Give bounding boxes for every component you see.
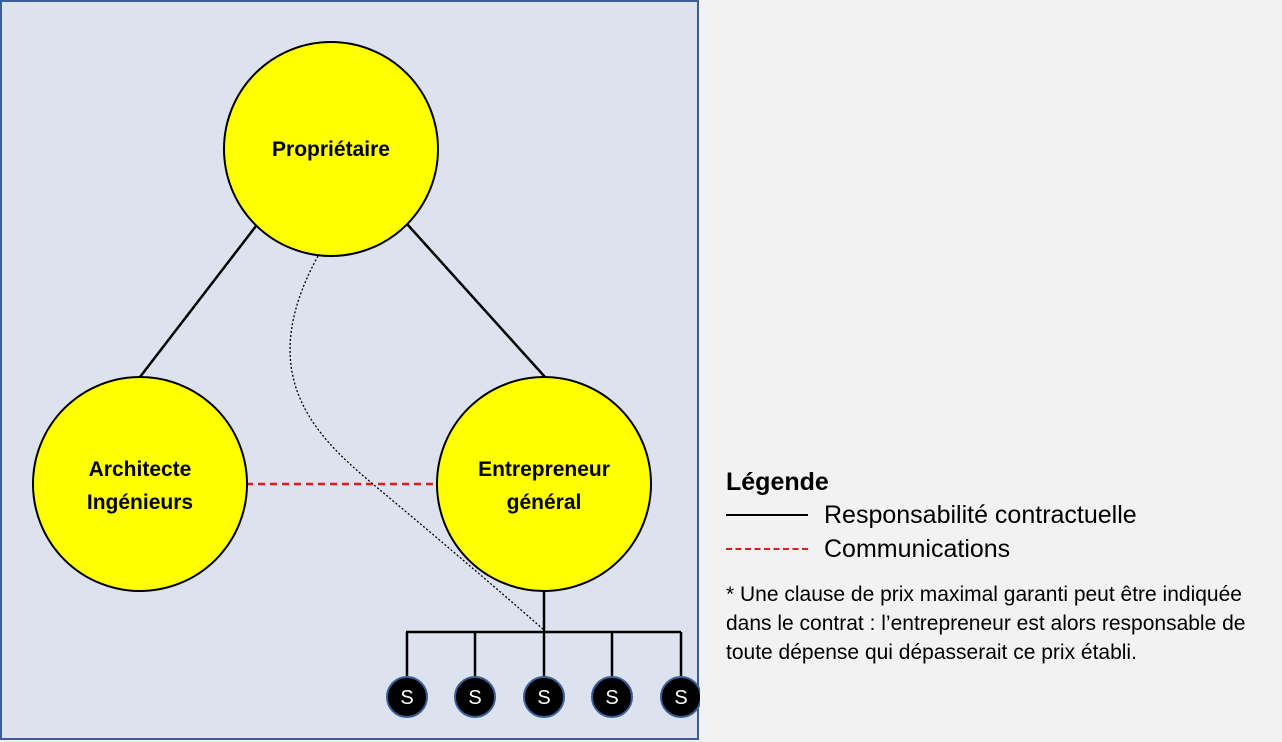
subcontractor-node [386, 676, 428, 718]
subcontractor-label: S [468, 687, 481, 709]
contractor-label-line2: général [507, 491, 582, 514]
legend: Légende Responsabilité contractuelle Com… [726, 466, 1282, 667]
owner-subcontractor-dotted-link [289, 255, 545, 631]
owner-node [223, 41, 439, 257]
subcontractor-node [660, 676, 700, 718]
subcontractor-label: S [674, 687, 687, 709]
architect-label-line2: Ingénieurs [87, 491, 193, 514]
owner-architect-link [139, 225, 257, 378]
legend-title: Légende [726, 468, 829, 496]
subcontractor-label: S [605, 687, 618, 709]
organization-diagram: Propriétaire Architecte Ingénieurs Entre… [0, 0, 700, 740]
legend-footnote: * Une clause de prix maximal garanti peu… [726, 583, 1246, 664]
subcontractor-node [591, 676, 633, 718]
legend-label-contractual: Responsabilité contractuelle [824, 500, 1137, 529]
dashed-line-swatch [726, 548, 808, 550]
contractor-node [436, 376, 652, 592]
contractor-label-line1: Entrepreneur [478, 458, 610, 481]
legend-item-communications: Communications [726, 532, 1282, 566]
solid-line-swatch [726, 514, 808, 516]
subcontractor-node [454, 676, 496, 718]
subcontractor-label: S [400, 687, 413, 709]
subcontractor-label: S [537, 687, 550, 709]
subcontractor-node [523, 676, 565, 718]
architect-node [32, 376, 248, 592]
owner-label: Propriétaire [272, 138, 390, 161]
legend-item-contractual: Responsabilité contractuelle [726, 498, 1282, 532]
architect-label-line1: Architecte [89, 458, 192, 481]
owner-contractor-link [406, 223, 546, 378]
legend-label-communications: Communications [824, 534, 1011, 563]
